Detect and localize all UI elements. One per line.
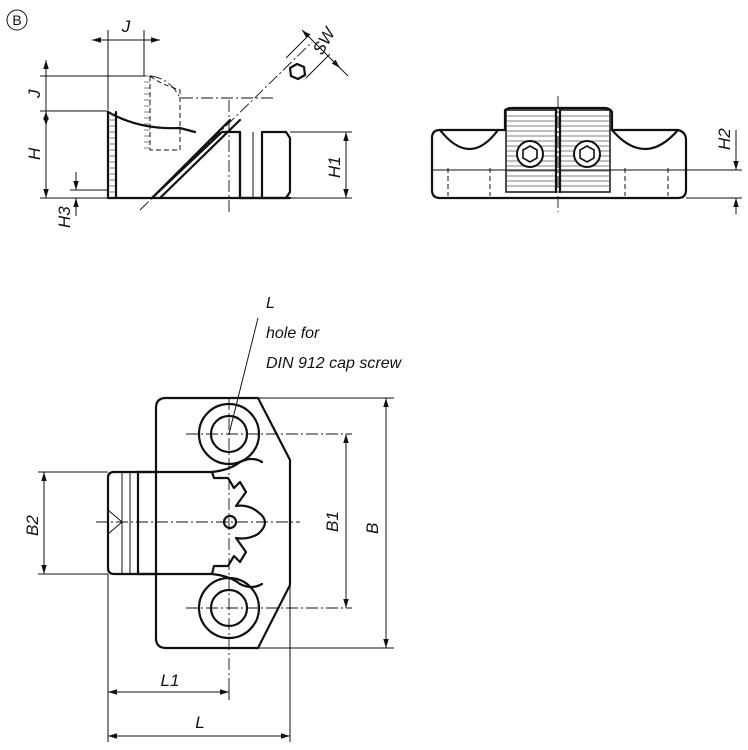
- dim-label-j-side: J: [25, 89, 44, 99]
- dim-label-b: B: [363, 523, 382, 534]
- cap-screw-left: [516, 140, 544, 168]
- side-view: SW J J H H3 H1: [25, 17, 352, 228]
- view-badge: B: [6, 9, 28, 31]
- callout-line-1: L: [266, 295, 275, 312]
- svg-text:B: B: [12, 12, 21, 28]
- dim-label-sw: SW: [309, 23, 340, 58]
- dim-label-h3: H3: [55, 206, 74, 228]
- callout-line-2: hole for: [266, 325, 320, 342]
- front-view: H2: [430, 96, 742, 214]
- cap-screw-right: [573, 140, 601, 168]
- dim-label-l: L: [195, 713, 204, 732]
- dim-label-j-top: J: [121, 17, 131, 36]
- plan-view: L hole for DIN 912 cap screw B B1 B2 L1 …: [23, 295, 403, 742]
- dim-label-l1: L1: [161, 671, 180, 690]
- dim-label-b1: B1: [323, 511, 342, 532]
- dim-label-b2: B2: [23, 515, 42, 536]
- dim-label-h1: H1: [325, 156, 344, 178]
- hex-socket-icon: [288, 62, 307, 81]
- dim-label-h: H: [25, 147, 44, 160]
- serrated-jaw-face: [108, 75, 150, 200]
- callout-line-3: DIN 912 cap screw: [266, 355, 403, 372]
- dim-label-h2: H2: [715, 128, 734, 150]
